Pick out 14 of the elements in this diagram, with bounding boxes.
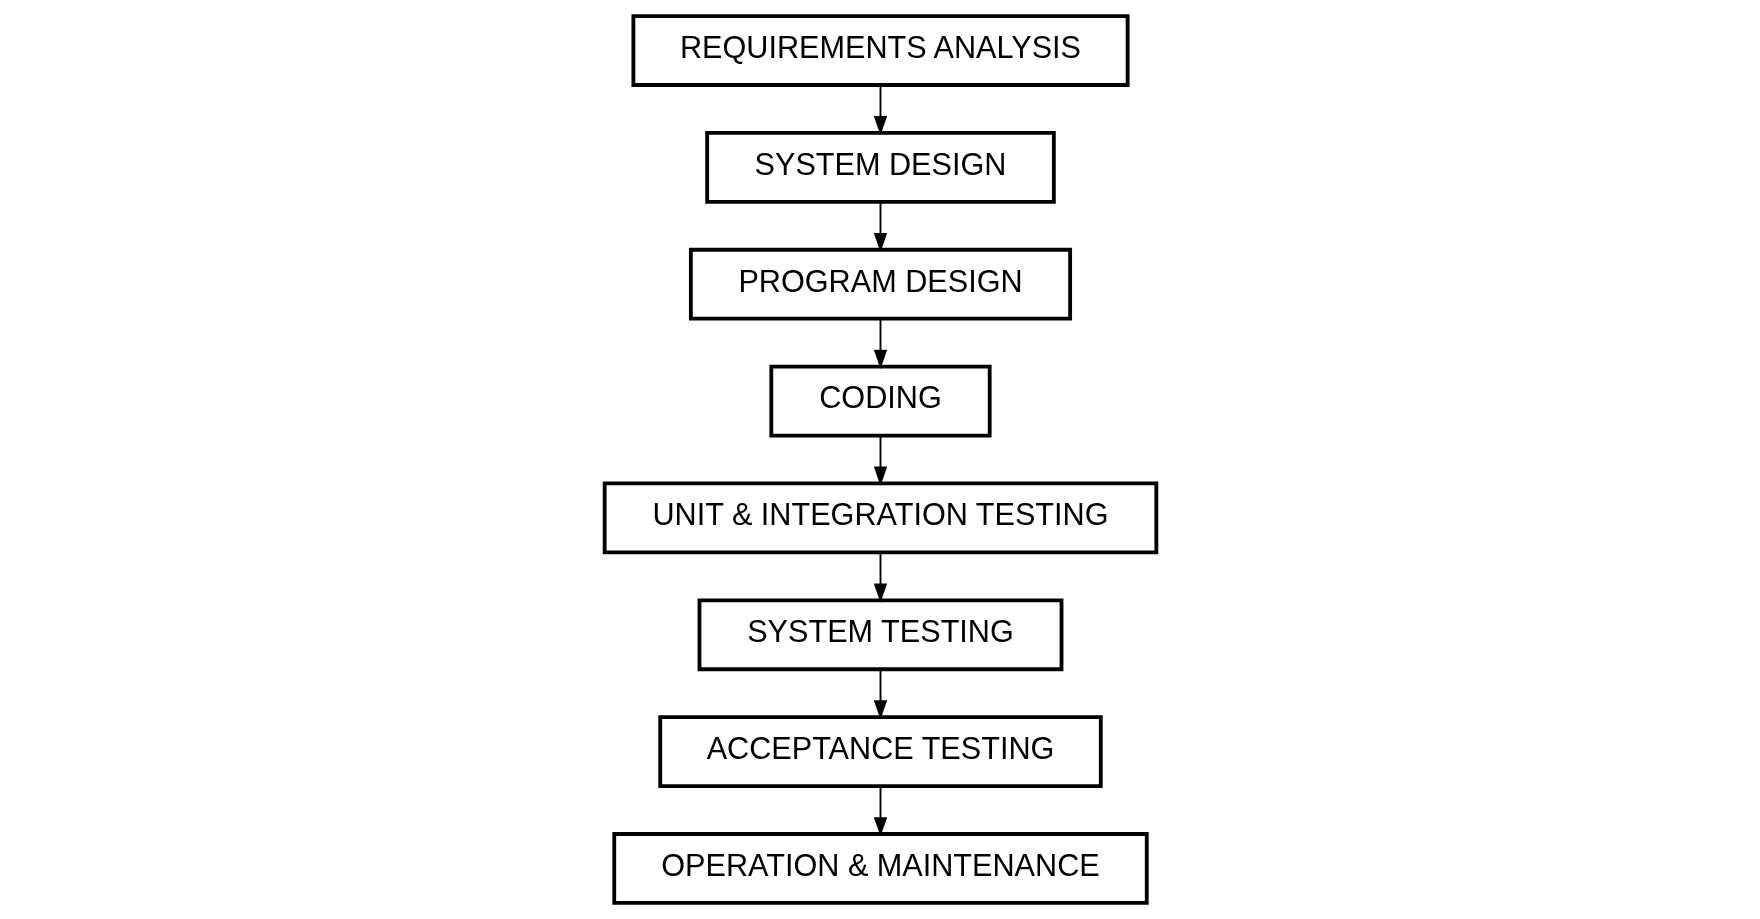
node-box: UNIT & INTEGRATION TESTING: [602, 481, 1158, 555]
arrow: [873, 435, 887, 486]
node-box: SYSTEM TESTING: [697, 598, 1063, 672]
node-box: ACCEPTANCE TESTING: [657, 715, 1103, 788]
arrow: [873, 318, 887, 369]
node-box: PROGRAM DESIGN: [688, 247, 1072, 321]
node-box: OPERATION & MAINTENANCE: [611, 832, 1149, 905]
node-box: CODING: [768, 364, 992, 438]
arrow: [873, 668, 887, 720]
arrow: [873, 201, 887, 253]
node-box: REQUIREMENTS ANALYSIS: [631, 14, 1129, 87]
arrow: [873, 552, 887, 603]
node-box: SYSTEM DESIGN: [704, 131, 1056, 204]
arrow: [873, 84, 887, 136]
